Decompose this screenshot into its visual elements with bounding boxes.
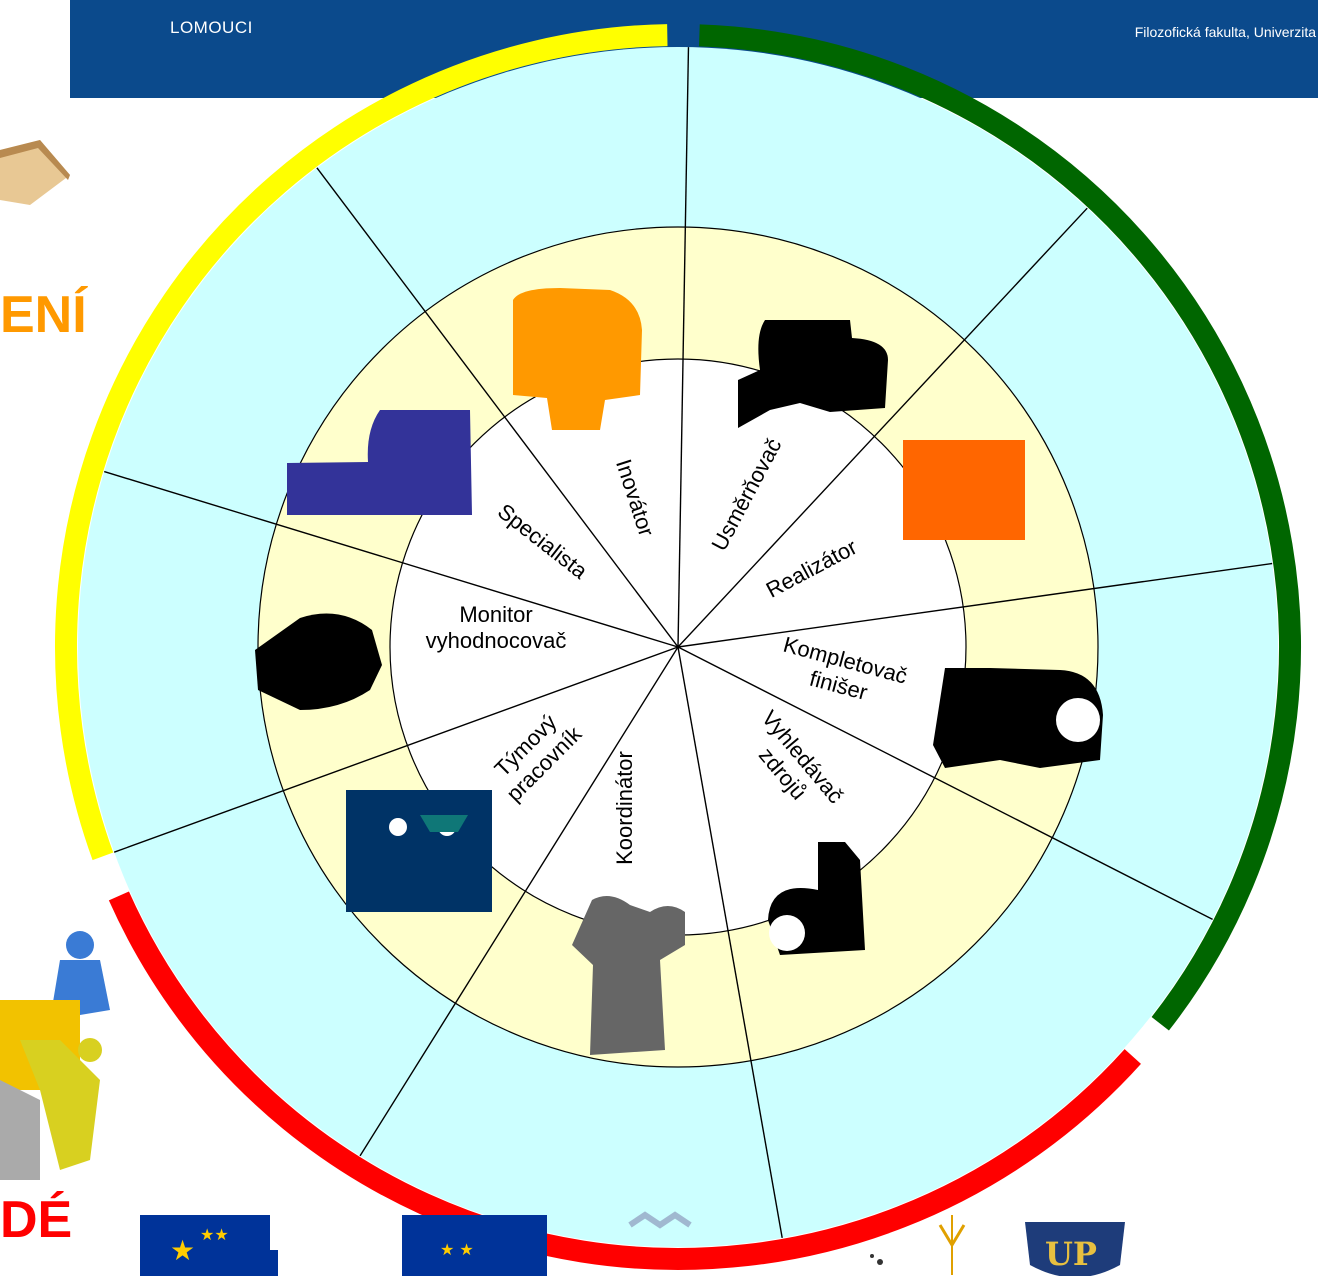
monitor-icon	[255, 613, 382, 710]
arc-yellow	[55, 24, 668, 861]
arc-green	[698, 24, 1301, 1031]
tymovy-icon-detail	[420, 815, 468, 832]
header-university-text: LOMOUCI	[170, 18, 253, 37]
side-heading-top: ENÍ	[0, 286, 87, 344]
spoke-line	[113, 646, 679, 853]
spoke-line	[677, 646, 1213, 921]
tymovy-icon-detail	[389, 818, 407, 836]
spoke-line	[359, 646, 679, 1157]
arc-red	[108, 891, 1141, 1270]
spoke-line	[677, 47, 690, 648]
book-icon	[0, 140, 70, 205]
specialista-icon	[287, 410, 472, 515]
spoke-line	[677, 207, 1088, 648]
usmernovac-icon	[738, 320, 888, 428]
koordinator-icon	[572, 896, 685, 1055]
puzzle-people-icon	[0, 931, 110, 1180]
kompletovac-icon	[933, 668, 1103, 768]
spoke-line	[316, 167, 679, 648]
spoke-line	[677, 646, 783, 1239]
tymovy-icon	[346, 790, 492, 912]
header-faculty-text: Filozofická fakulta, Univerzita	[1134, 24, 1316, 40]
role-label: Koordinátor	[612, 751, 637, 865]
vyhledavac-icon-detail	[769, 915, 805, 951]
spoke-line	[677, 562, 1273, 648]
inovator-icon	[513, 288, 642, 430]
realizator-icon	[903, 440, 1025, 540]
kompletovac-icon-detail	[1056, 698, 1100, 742]
spoke-line	[104, 470, 679, 648]
side-heading-bottom: DÉ	[0, 1191, 73, 1249]
